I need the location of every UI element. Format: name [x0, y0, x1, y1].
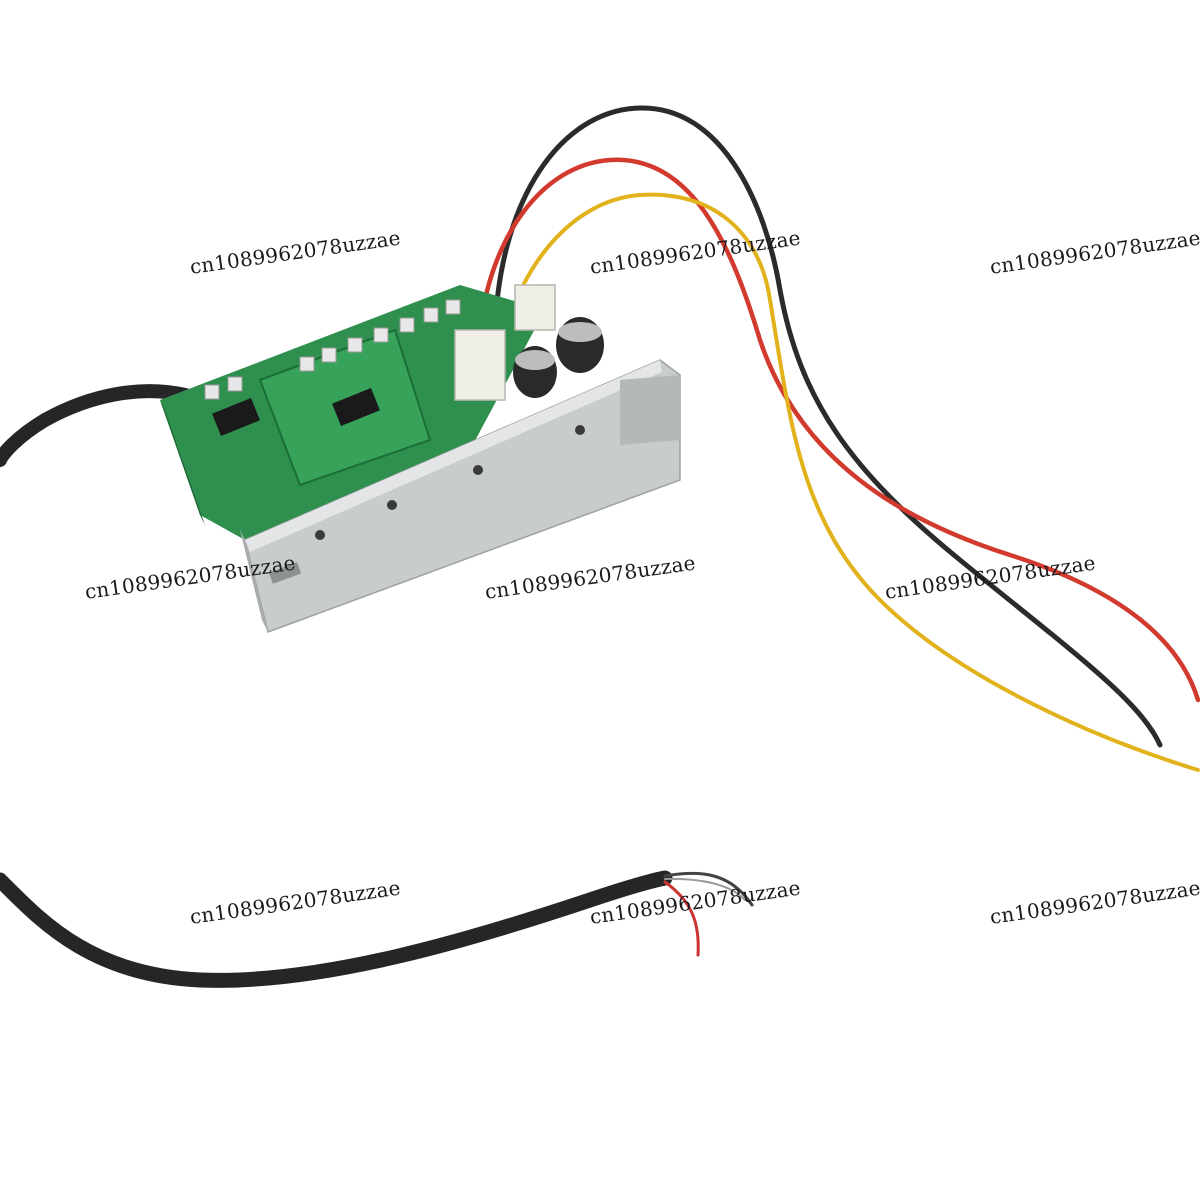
cable-upper — [0, 384, 192, 467]
aluminium-heatsink — [240, 359, 681, 633]
cable-end-wire-red — [663, 880, 700, 957]
black-cable — [0, 384, 754, 988]
cable-end-wire-black — [663, 871, 754, 907]
yellow-wire — [503, 192, 1200, 772]
signal-wires — [477, 105, 1200, 772]
black-wire — [492, 105, 1163, 748]
pcb-board — [160, 284, 604, 540]
cable-end-wire-white — [664, 877, 746, 901]
red-wire — [477, 157, 1200, 703]
cable-lower — [0, 870, 673, 988]
